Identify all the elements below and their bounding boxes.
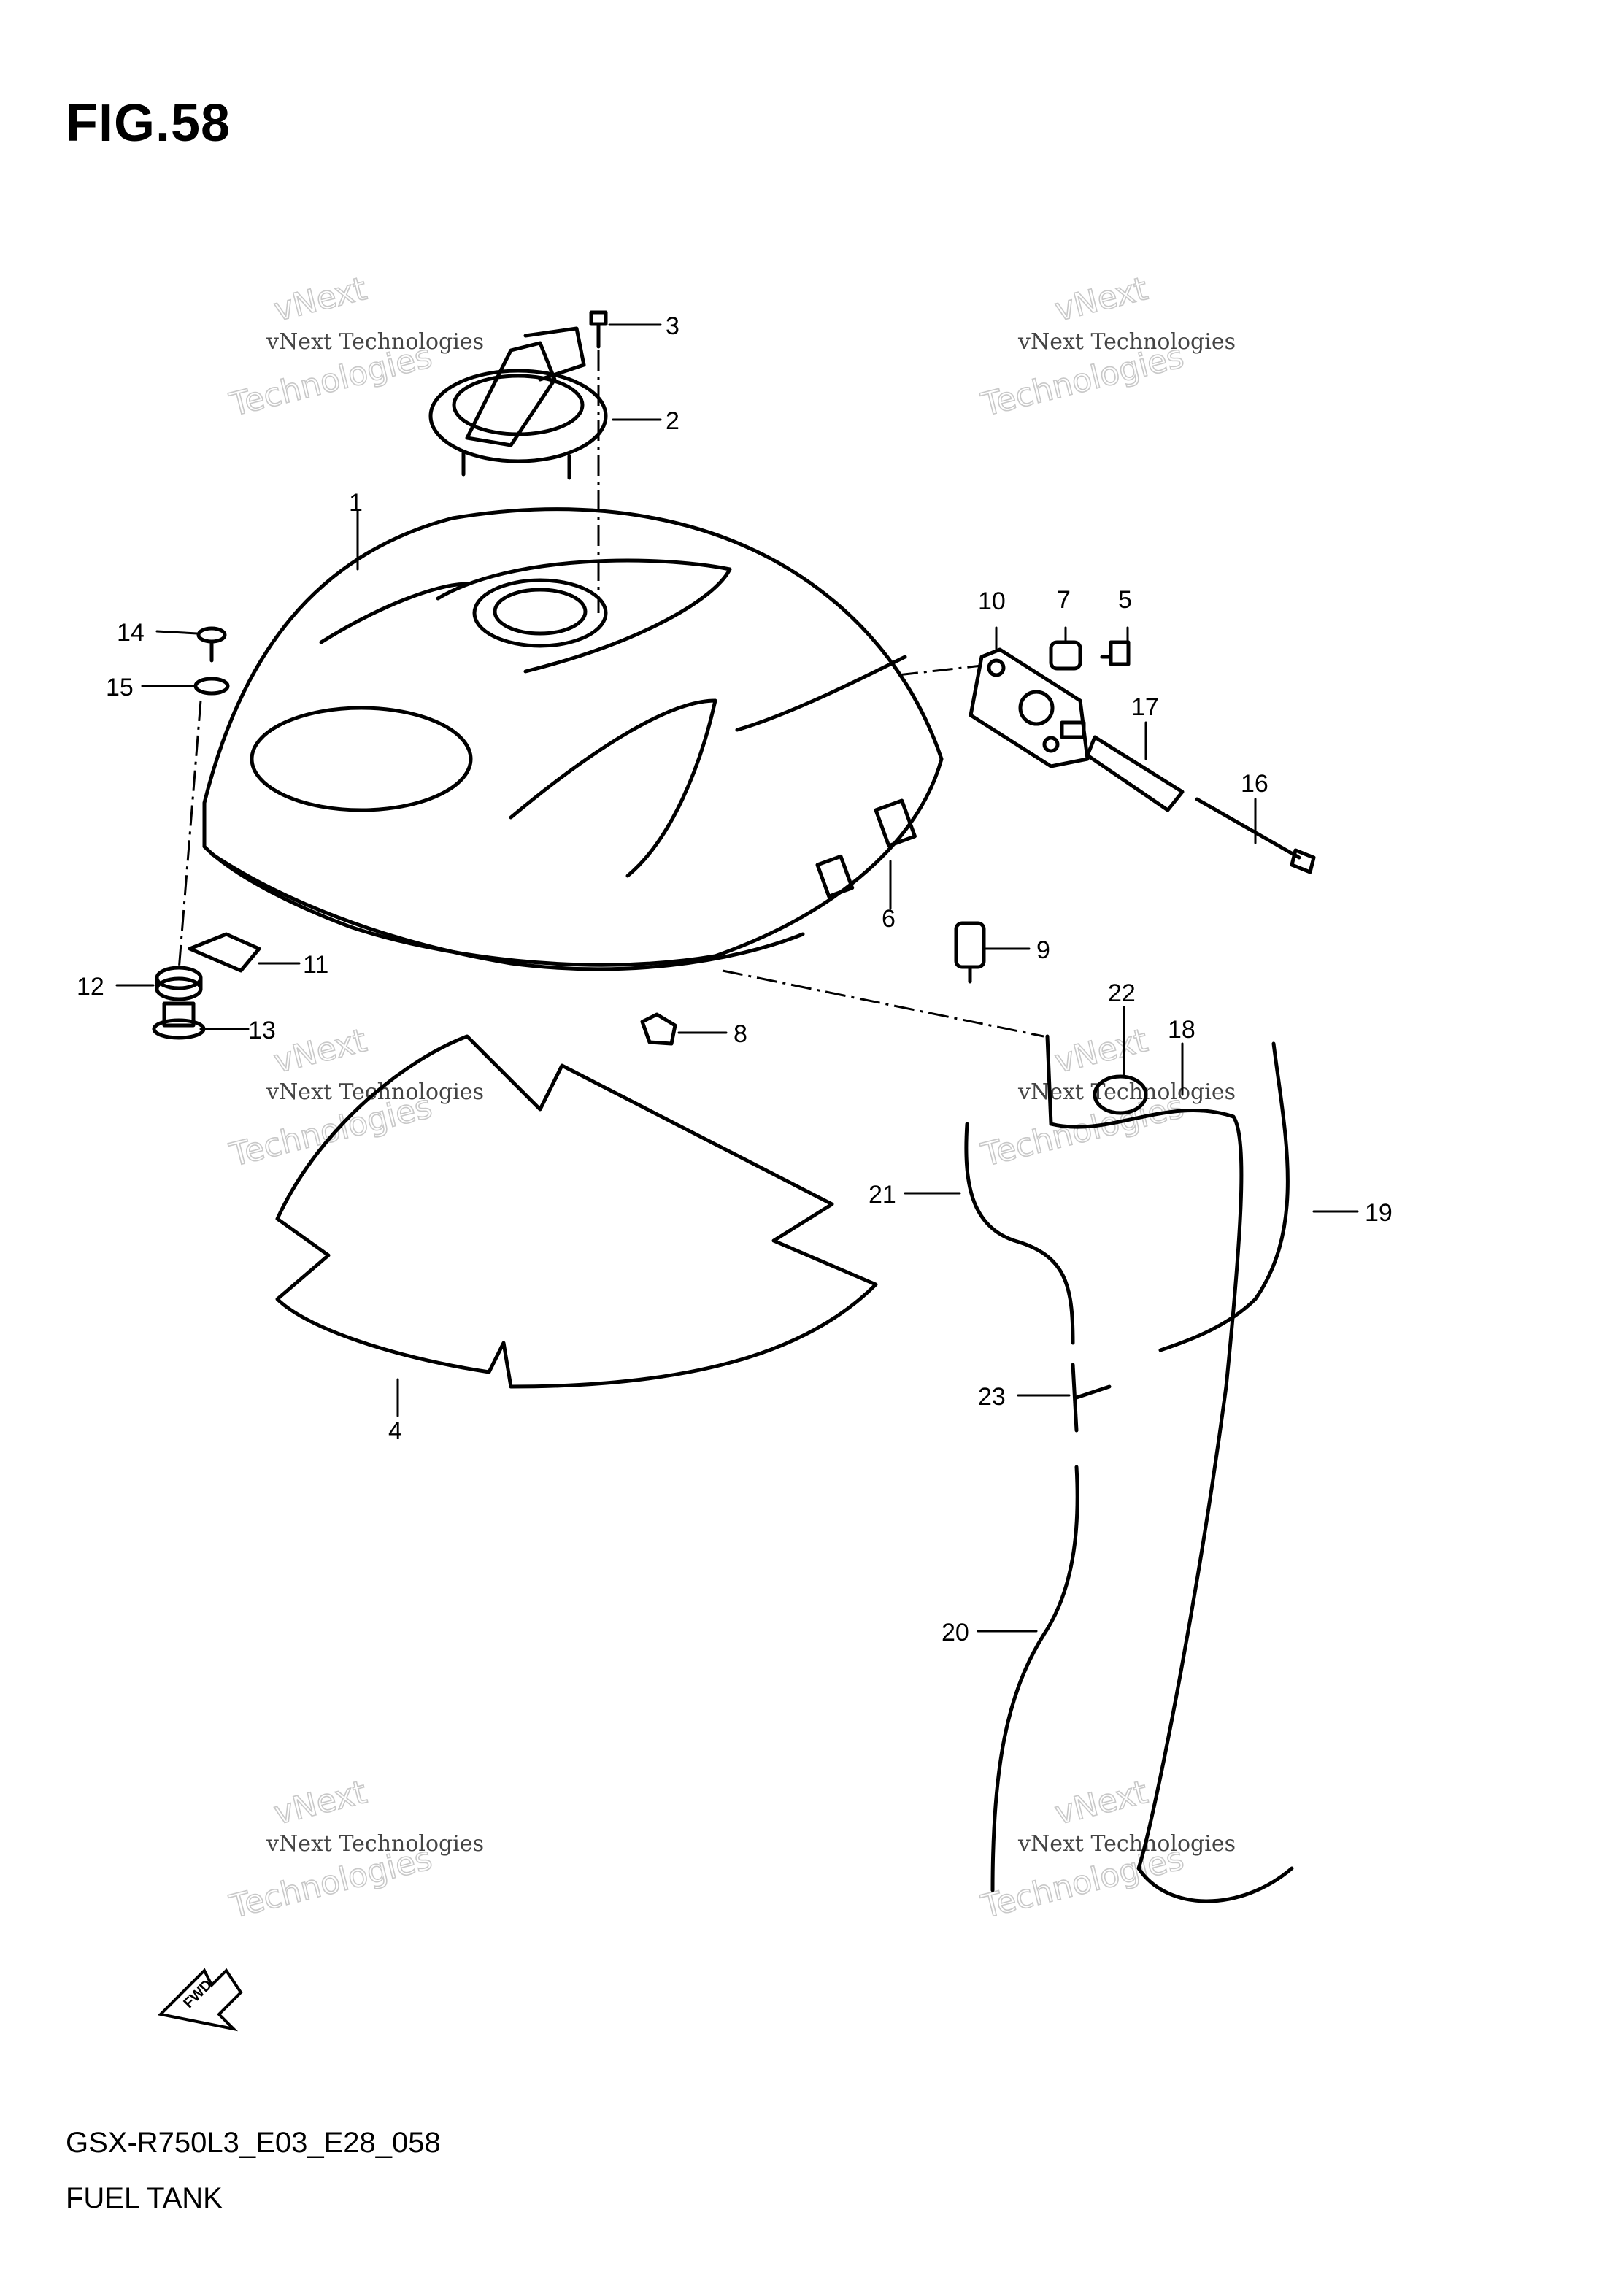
bolt-part-14 (196, 626, 227, 663)
callout-8: 8 (734, 1020, 747, 1048)
svg-text:vNext Technologies: vNext Technologies (1017, 1079, 1236, 1105)
svg-text:vNext Technologies: vNext Technologies (266, 329, 484, 355)
callout-numbers: 1 2 3 4 5 6 7 8 9 10 11 12 13 14 15 16 1… (77, 312, 1393, 1646)
collar-part-7 (1049, 640, 1082, 671)
assembly-line-left (177, 700, 202, 971)
fuel-cap-assembly (428, 326, 608, 480)
hose-part-18 (1045, 1034, 1294, 1903)
hose-part-20 (990, 1465, 1079, 1892)
callout-11: 11 (303, 951, 328, 979)
hose-part-19 (1158, 1041, 1290, 1352)
watermark-mid-right: vNext vNext Technologies Technologies (977, 1021, 1236, 1174)
callout-19: 19 (1365, 1199, 1393, 1227)
svg-text:vNext Technologies: vNext Technologies (1017, 329, 1236, 355)
callout-13: 13 (248, 1017, 276, 1044)
svg-text:vNext: vNext (270, 270, 370, 329)
callout-17: 17 (1131, 693, 1159, 721)
svg-text:vNext Technologies: vNext Technologies (1017, 1831, 1236, 1857)
callout-2: 2 (666, 407, 679, 435)
callout-15: 15 (106, 674, 134, 701)
cushion-part-12 (155, 966, 203, 1001)
callout-18: 18 (1168, 1016, 1195, 1044)
callout-22: 22 (1108, 979, 1136, 1007)
t-joint-part-23 (1071, 1363, 1112, 1433)
callout-1: 1 (349, 489, 363, 517)
leader-lines (115, 323, 1359, 1633)
clip-part-8 (640, 1012, 677, 1046)
tank-bracket (969, 647, 1090, 768)
callout-16: 16 (1241, 770, 1268, 798)
collar-part-13 (152, 1001, 206, 1040)
callout-6: 6 (882, 905, 896, 933)
tank-gasket-part-4 (275, 1034, 878, 1389)
svg-text:vNext: vNext (270, 1022, 370, 1081)
watermark-top-right: vNext vNext Technologies Technologies (977, 269, 1236, 424)
svg-text:vNext Technologies: vNext Technologies (266, 1831, 484, 1857)
spacer-part-17 (1085, 735, 1185, 812)
bolt-part-16 (1195, 797, 1316, 874)
svg-text:vNext: vNext (270, 1773, 370, 1833)
washer-part-15 (193, 677, 230, 696)
callout-12: 12 (77, 973, 104, 1001)
model-code: GSX-R750L3_E03_E28_058 (66, 2127, 441, 2159)
svg-text:vNext: vNext (1051, 1773, 1151, 1833)
callout-4: 4 (388, 1417, 402, 1445)
callout-7: 7 (1057, 586, 1071, 614)
callout-9: 9 (1036, 936, 1050, 964)
svg-text:vNext: vNext (1051, 1022, 1151, 1081)
callout-21: 21 (869, 1181, 896, 1209)
diagram-name: FUEL TANK (66, 2182, 223, 2214)
plug-part-22 (1093, 1074, 1148, 1115)
callout-5: 5 (1118, 586, 1132, 614)
watermark-bottom-right: vNext vNext Technologies Technologies (977, 1773, 1236, 1926)
forward-direction-icon: FWD (157, 1968, 243, 2032)
screw-part-3 (589, 310, 608, 349)
assembly-line-bracket (897, 664, 982, 677)
bracket-part-11 (188, 932, 261, 973)
watermark-top-left: vNext vNext Technologies Technologies (226, 269, 484, 424)
svg-text:vNext: vNext (1051, 270, 1151, 329)
callout-14: 14 (117, 619, 145, 647)
hose-part-21 (964, 1122, 1075, 1345)
callout-23: 23 (978, 1383, 1006, 1411)
callout-10: 10 (978, 588, 1006, 615)
fuel-tank-body (202, 507, 944, 971)
damper-part-9 (954, 921, 986, 984)
assembly-line-hose (722, 969, 1044, 1038)
watermark-bottom-left: vNext vNext Technologies Technologies (226, 1773, 484, 1926)
callout-20: 20 (942, 1619, 969, 1646)
callout-3: 3 (666, 312, 679, 340)
figure-title: FIG.58 (66, 94, 231, 153)
bolt-part-5 (1100, 640, 1131, 666)
